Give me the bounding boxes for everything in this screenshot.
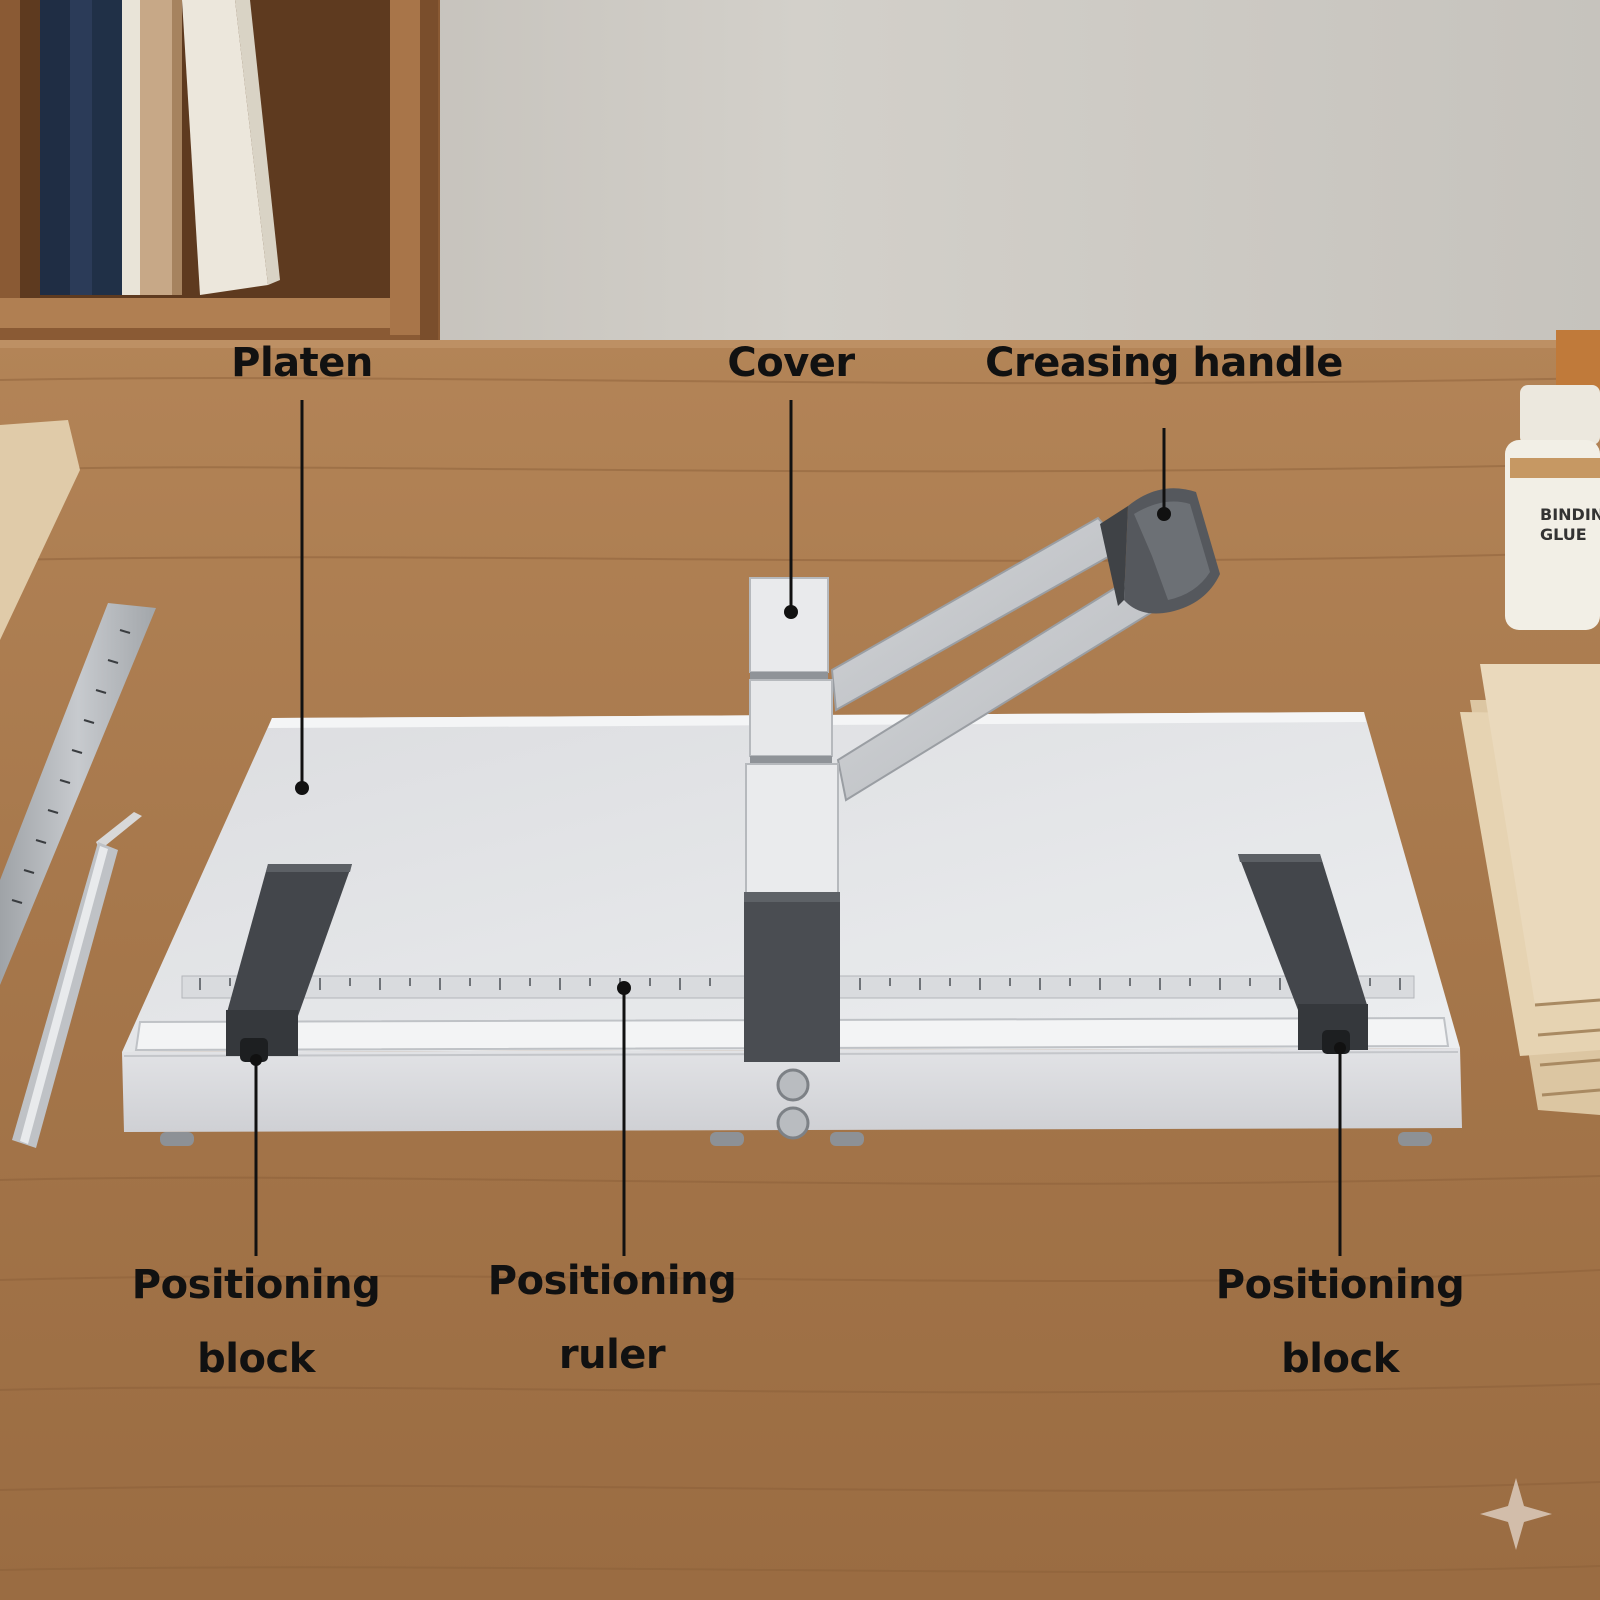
creasing-machine xyxy=(122,488,1462,1146)
bookshelf xyxy=(0,0,440,340)
sparkle-watermark xyxy=(1480,1478,1552,1550)
steel-ruler xyxy=(0,603,156,985)
callout-lines xyxy=(250,400,1346,1256)
wood-grain xyxy=(0,377,1600,1574)
left-positioning-block xyxy=(226,864,352,1062)
right-positioning-block xyxy=(1238,854,1368,1054)
label-cover: Cover xyxy=(727,340,855,386)
cover-column xyxy=(744,577,840,1062)
label-platen: Platen xyxy=(231,340,373,386)
label-creasing-handle: Creasing handle xyxy=(985,340,1343,386)
creasing-handle-grip xyxy=(1100,488,1220,614)
label-positioning-block-right: Positioning block xyxy=(1215,1262,1465,1382)
label-positioning-block-left: Positioning block xyxy=(131,1262,381,1382)
label-positioning-ruler: Positioning ruler xyxy=(487,1258,737,1378)
craft-knife xyxy=(12,812,142,1148)
paper-stack-right xyxy=(1460,664,1600,1115)
paper-stack-left xyxy=(0,420,80,640)
